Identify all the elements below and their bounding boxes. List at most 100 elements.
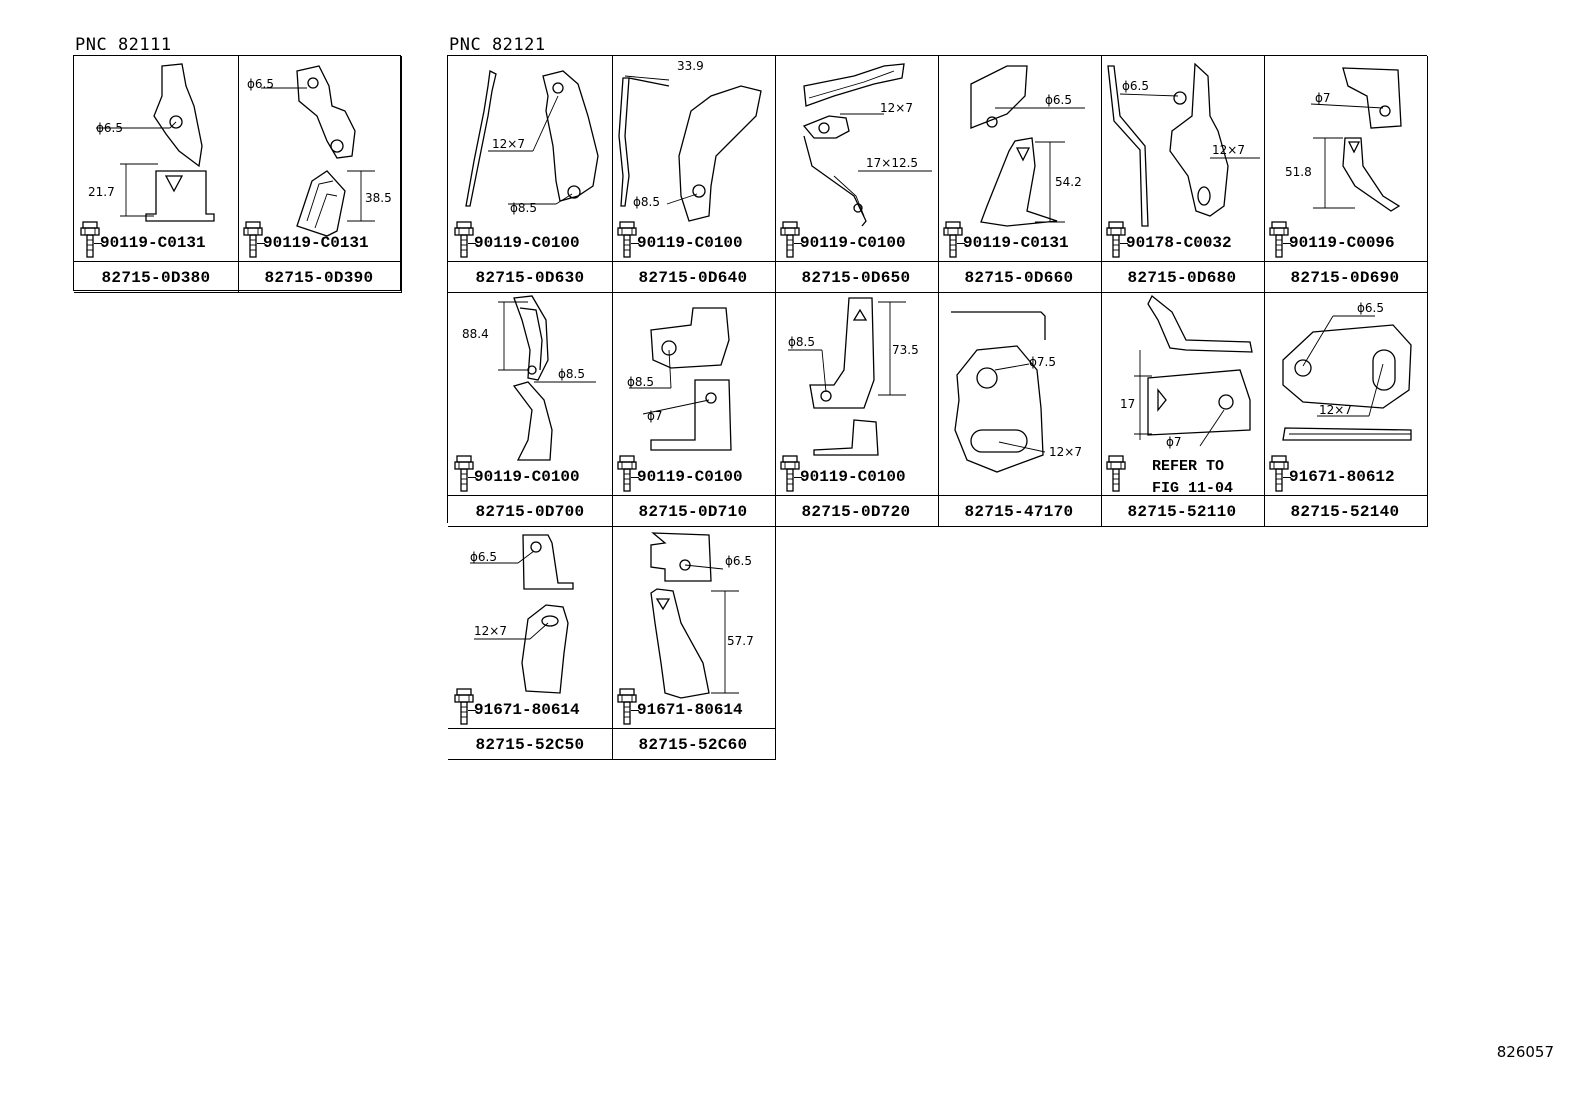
part-number: 82715-0D690 <box>1263 261 1427 292</box>
bolt-part-number: 90178-C0032 <box>1126 234 1232 252</box>
part-number: 82715-0D720 <box>774 495 938 526</box>
dimension-label: 57.7 <box>727 634 754 648</box>
bolt-leader-line <box>794 477 802 478</box>
dimension-label: ϕ6.5 <box>725 554 752 568</box>
part-number: 82715-52C60 <box>611 728 775 759</box>
dimension-label: ϕ6.5 <box>1122 79 1149 93</box>
bracket-drawing: 12×7 ϕ8.5 <box>448 56 612 256</box>
bracket-drawing: ϕ6.5 21.7 <box>74 56 238 256</box>
bolt-leader-line <box>94 243 102 244</box>
bolt-icon <box>454 454 476 498</box>
dimension-label: ϕ8.5 <box>788 335 815 349</box>
bolt-leader-line <box>468 477 476 478</box>
dimension-label: ϕ6.5 <box>96 121 123 135</box>
dimension-label: ϕ7.5 <box>1029 355 1056 369</box>
dimension-label: ϕ7 <box>647 409 663 423</box>
bolt-leader-line <box>631 477 639 478</box>
bolt-leader-line <box>631 243 639 244</box>
dimension-label: 12×7 <box>492 137 525 151</box>
bolt-part-number: 90119-C0100 <box>474 468 580 486</box>
bolt-leader-line <box>468 243 476 244</box>
bolt-part-number: 90119-C0096 <box>1289 234 1395 252</box>
bolt-leader-line <box>957 243 965 244</box>
dimension-label: ϕ6.5 <box>470 550 497 564</box>
dimension-label: 54.2 <box>1055 175 1082 189</box>
bolt-icon <box>617 687 639 731</box>
bolt-leader-line <box>794 243 802 244</box>
bolt-leader-line <box>1120 243 1128 244</box>
bolt-part-number: 90119-C0100 <box>637 234 743 252</box>
dimension-label: 21.7 <box>88 185 115 199</box>
dimension-label: ϕ6.5 <box>1045 93 1072 107</box>
bolt-icon <box>780 454 802 498</box>
pnc-label-82111: PNC 82111 <box>75 35 172 55</box>
bolt-part-number: 90119-C0131 <box>100 234 206 252</box>
dimension-label: ϕ7 <box>1315 91 1331 105</box>
dimension-label: 17 <box>1120 397 1135 411</box>
bolt-part-number: 91671-80614 <box>637 701 743 719</box>
bolt-icon <box>1269 220 1291 264</box>
dimension-label: 51.8 <box>1285 165 1312 179</box>
dimension-label: 12×7 <box>1212 143 1245 157</box>
bolt-part-number: 90119-C0131 <box>263 234 369 252</box>
part-number: 82715-52C50 <box>448 728 612 759</box>
dimension-label: ϕ6.5 <box>247 77 274 91</box>
figure-number: 826057 <box>1496 1043 1554 1061</box>
bolt-icon <box>80 220 102 264</box>
bolt-icon <box>1269 454 1291 498</box>
part-grid-82121 <box>447 55 1427 523</box>
part-cell-82715-52c60: ϕ6.5 57.7 91671-80614 82715-52C60 <box>611 523 776 760</box>
dimension-label: ϕ8.5 <box>510 201 537 215</box>
stud-icon <box>1106 454 1128 498</box>
part-number: 82715-0D380 <box>74 261 238 292</box>
bolt-icon <box>454 687 476 731</box>
part-number: 82715-0D650 <box>774 261 938 292</box>
bracket-drawing: ϕ6.5 12×7 <box>1100 56 1264 256</box>
bolt-icon <box>243 220 265 264</box>
bracket-drawing: ϕ8.5 ϕ7 <box>611 290 775 490</box>
dimension-label: 12×7 <box>1049 445 1082 459</box>
part-cell-82715-47170: ϕ7.5 12×7 82715-47170 <box>937 290 1102 527</box>
bolt-leader-line <box>631 710 639 711</box>
bolt-icon <box>1106 220 1128 264</box>
bolt-icon <box>617 220 639 264</box>
bolt-icon <box>943 220 965 264</box>
dimension-label: ϕ7 <box>1166 435 1182 449</box>
pnc-label-82121: PNC 82121 <box>449 35 546 55</box>
dimension-label: ϕ8.5 <box>627 375 654 389</box>
bolt-leader-line <box>1283 243 1291 244</box>
bolt-part-number: 90119-C0100 <box>474 234 580 252</box>
bolt-part-number: 90119-C0100 <box>637 468 743 486</box>
part-cell-82715-0d710: ϕ8.5 ϕ7 90119-C0100 82715-0D710 <box>611 290 776 527</box>
bolt-part-number: 91671-80612 <box>1289 468 1395 486</box>
bracket-drawing: ϕ6.5 57.7 <box>611 523 775 723</box>
part-number: 82715-0D640 <box>611 261 775 292</box>
bolt-icon <box>617 454 639 498</box>
bolt-part-number: 91671-80614 <box>474 701 580 719</box>
part-cell-82715-0d680: ϕ6.5 12×7 90178-C0032 82715-0D680 <box>1100 56 1265 293</box>
part-number: 82715-47170 <box>937 495 1101 526</box>
dimension-label: 88.4 <box>462 327 489 341</box>
bolt-icon <box>780 220 802 264</box>
dimension-label: 12×7 <box>880 101 913 115</box>
bolt-part-number: 90119-C0100 <box>800 468 906 486</box>
part-grid-82111 <box>73 55 401 291</box>
part-number: 82715-0D680 <box>1100 261 1264 292</box>
bolt-part-number: 90119-C0131 <box>963 234 1069 252</box>
part-number: 82715-0D710 <box>611 495 775 526</box>
part-cell-82715-0d380: ϕ6.5 21.7 90119-C0131 82715-0D380 <box>74 56 239 293</box>
bolt-part-number: 90119-C0100 <box>800 234 906 252</box>
part-number: 82715-0D700 <box>448 495 612 526</box>
